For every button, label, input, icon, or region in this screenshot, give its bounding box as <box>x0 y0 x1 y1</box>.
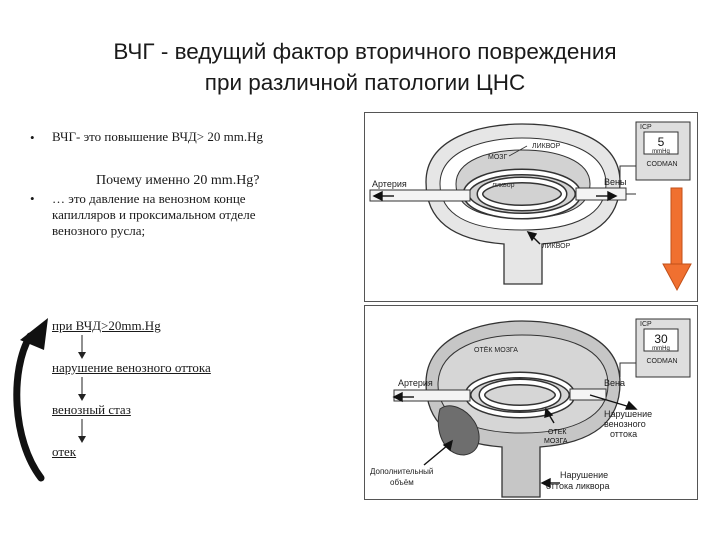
icp-monitor-value: 5 <box>658 135 665 149</box>
icp-monitor: ICP 30 mmHg CODMAN <box>619 318 691 378</box>
cycle-step-3: венозный стаз <box>52 402 131 417</box>
icp-monitor-brand: CODMAN <box>646 358 677 365</box>
label-csf-outflow-2: оттока ликвора <box>546 481 610 491</box>
label-venous-outflow-3: оттока <box>610 429 637 439</box>
label-brain: МОЗГ <box>488 154 508 161</box>
title-line-1: ВЧГ - ведущий фактор вторичного поврежде… <box>113 39 617 64</box>
artery-tube <box>393 389 471 402</box>
increase-arrow-shaft <box>670 187 683 267</box>
icp-monitor-unit: mmHg <box>652 346 670 352</box>
icp-monitor: ICP 5 mmHg CODMAN <box>619 121 691 181</box>
label-csf-outflow-1: Нарушение <box>560 470 608 480</box>
label-venous-outflow-1: Нарушение <box>604 409 652 419</box>
label-edema-2: МОЗГА <box>544 438 568 445</box>
bullet-2-line-3: венозного русла; <box>52 223 146 238</box>
label-artery: Артерия <box>398 378 433 388</box>
down-arrow-3 <box>78 419 86 443</box>
cycle-step-2: нарушение венозного оттока <box>52 360 211 375</box>
down-arrow-1 <box>78 335 86 359</box>
label-veins: Вены <box>604 177 626 187</box>
label-edema-brain: ОТЁК МОЗГА <box>474 346 518 354</box>
diagram-raised-icp: ICP 30 mmHg CODMAN ОТЁК МОЗГА Артерия Ве… <box>364 305 698 500</box>
icp-monitor-unit: mmHg <box>652 149 670 155</box>
pointer-arrows <box>392 391 638 489</box>
vein-tube <box>569 388 607 401</box>
bullet-1-text: ВЧГ- это повышение ВЧД> 20 mm.Hg <box>52 129 263 144</box>
label-extra-volume-2: объём <box>390 478 414 487</box>
bullet-marker: • <box>30 130 35 145</box>
title-line-2: при различной патологии ЦНС <box>204 70 526 95</box>
label-csf-inner: ликвор <box>492 182 515 189</box>
icp-monitor-label: ICP <box>640 321 652 328</box>
cycle-step-4: отек <box>52 444 77 459</box>
label-venous-outflow-2: венозного <box>604 419 646 429</box>
slide-title: ВЧГ - ведущий фактор вторичного поврежде… <box>30 36 700 98</box>
bullet-2-line-2: капилляров и проксимальном отделе <box>52 207 256 222</box>
label-edema-1: ОТЕК <box>548 429 567 436</box>
bullet-2-line-1: … это давление на венозном конце <box>52 191 246 206</box>
icp-monitor-value: 30 <box>654 332 668 346</box>
increase-arrow-head <box>662 263 692 292</box>
increase-arrow <box>662 187 692 292</box>
label-extra-volume-1: Дополнительный <box>370 467 433 476</box>
down-arrow-2 <box>78 377 86 401</box>
curved-return-arrow <box>13 318 48 482</box>
icp-monitor-label: ICP <box>640 124 652 131</box>
diagram-normal-icp: ICP 5 mmHg CODMAN МОЗГ ЛИКВОР Артерия Ве… <box>364 112 698 302</box>
label-artery: Артерия <box>372 179 407 189</box>
pointer-arrows <box>372 190 618 245</box>
artery-tube <box>369 189 471 202</box>
label-csf-bottom: ЛИКВОР <box>542 243 571 250</box>
question-text: Почему именно 20 mm.Hg? <box>96 173 260 188</box>
icp-monitor-brand: CODMAN <box>646 161 677 168</box>
label-csf: ЛИКВОР <box>532 143 561 150</box>
cycle-step-1: при ВЧД>20mm.Hg <box>52 318 161 333</box>
bullet-marker: • <box>30 191 35 206</box>
label-vein: Вена <box>604 378 625 388</box>
